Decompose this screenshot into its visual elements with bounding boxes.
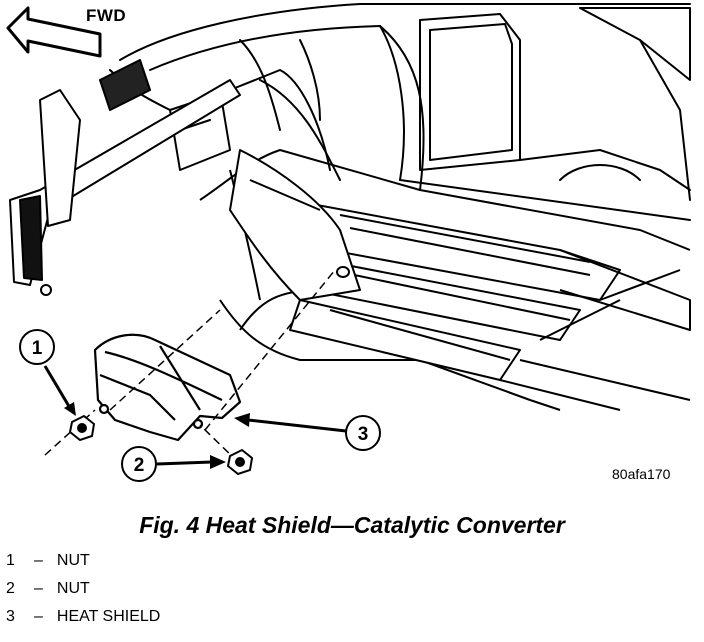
- legend-label: NUT: [56, 580, 90, 597]
- figure-id: 80afa170: [612, 466, 671, 482]
- heat-shield: [93, 333, 242, 442]
- legend-label: HEAT SHIELD: [56, 608, 161, 625]
- legend-item: 3 – HEAT SHIELD: [6, 607, 160, 635]
- figure-caption: Fig. 4 Heat Shield—Catalytic Converter: [139, 512, 565, 538]
- legend-label: NUT: [56, 552, 90, 569]
- legend-number: 2: [6, 580, 15, 597]
- nut-2: [226, 448, 254, 476]
- legend-number: 1: [6, 552, 15, 569]
- front-crossmember: [9, 59, 241, 296]
- nut-1: [68, 414, 96, 442]
- vehicle-underbody-illustration: 1 2 3: [6, 3, 691, 482]
- vehicle-body-outline: [109, 3, 691, 221]
- callout-3: 3: [234, 413, 381, 451]
- legend-number: 3: [6, 608, 15, 625]
- legend-dash: –: [34, 552, 43, 569]
- legend-dash: –: [34, 608, 43, 625]
- forward-arrow-icon: [6, 6, 102, 58]
- callout-2: 2: [121, 446, 226, 482]
- svg-text:3: 3: [358, 424, 369, 445]
- forward-direction-label: FWD: [86, 6, 127, 25]
- callout-1: 1: [19, 329, 76, 416]
- parts-legend: 1 – NUT 2 – NUT 3 – HEAT SHIELD: [6, 551, 160, 635]
- svg-text:2: 2: [134, 455, 145, 476]
- legend-dash: –: [34, 580, 43, 597]
- transmission-tunnel: [229, 149, 361, 301]
- legend-item: 1 – NUT: [6, 551, 160, 579]
- svg-text:1: 1: [32, 338, 43, 359]
- legend-item: 2 – NUT: [6, 579, 160, 607]
